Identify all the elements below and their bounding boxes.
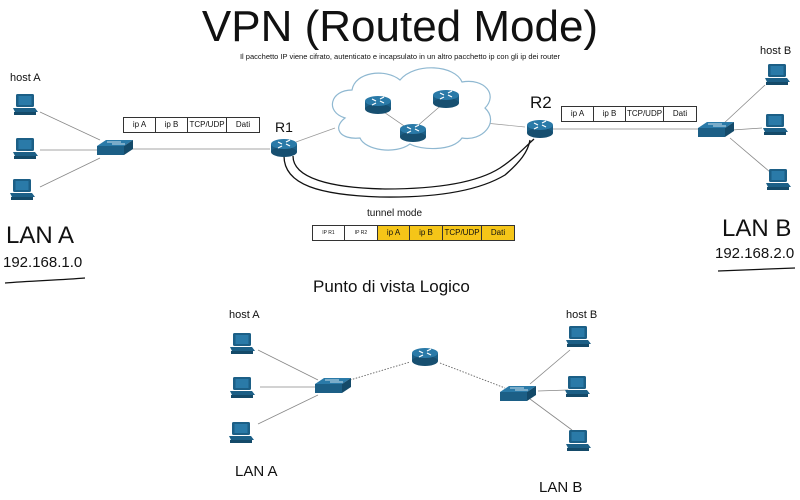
host-a1-icon (13, 94, 38, 115)
packet-field: ip A (378, 226, 410, 240)
page-title: VPN (Routed Mode) (201, 2, 599, 51)
tunnel-packet: IP R1 IP R2 ip A ip B TCP/UDP Dati (312, 225, 515, 241)
packet-field: Dati (235, 120, 251, 129)
lan-b-network: 192.168.2.0 (715, 245, 795, 262)
logical-lan-a: LAN A (235, 463, 278, 480)
logical-host-a1-icon (230, 333, 255, 354)
host-b1-icon (765, 64, 790, 85)
host-a3-icon (10, 179, 35, 200)
logical-host-b-label: host B (566, 309, 598, 321)
logical-switch-a-icon (314, 377, 352, 394)
router-r2-label: R2 (530, 93, 552, 112)
lan-b-underline (717, 267, 796, 272)
logical-router-icon (411, 347, 439, 367)
packet-field: ip B (594, 107, 626, 121)
internet-cloud (331, 67, 492, 151)
router-r2-icon (526, 119, 554, 139)
switch-a-icon (96, 139, 134, 156)
vpn-tunnel (283, 138, 535, 198)
lan-a-links (39, 111, 270, 188)
router-r1-label: R1 (275, 119, 293, 135)
packet-lan-b: ip A ip B TCP/UDP Dati (561, 106, 697, 122)
host-b-label: host B (760, 45, 792, 57)
packet-field: Dati (482, 226, 514, 240)
host-b2-icon (763, 114, 788, 135)
packet-field: IP R2 (345, 226, 378, 240)
logical-host-a3-icon (229, 422, 254, 443)
lan-b-links (553, 84, 771, 173)
logical-lan-b: LAN B (539, 479, 583, 496)
packet-field: ip B (410, 226, 443, 240)
packet-field: TCP/UDP (443, 226, 482, 240)
cloud-links (295, 122, 526, 143)
cloud-router-3-icon (399, 123, 427, 143)
packet-field: IP R1 (313, 226, 345, 240)
packet-field: ip A (562, 107, 594, 121)
host-a2-icon (13, 138, 38, 159)
packet-lan-a: ip A ip B TCP/UDP Dati (123, 117, 260, 133)
packet-field: ip B (156, 118, 188, 132)
logical-links (257, 349, 573, 431)
packet-field: ip A (124, 118, 156, 132)
packet-field: Dati (672, 109, 688, 118)
lan-b-name: LAN B (722, 215, 792, 242)
tunnel-mode-label: tunnel mode (367, 208, 423, 219)
cloud-router-2-icon (432, 89, 460, 109)
logical-switch-b-icon (499, 385, 537, 402)
logical-host-a-label: host A (229, 309, 260, 321)
logical-host-b3-icon (566, 430, 591, 451)
logical-host-b1-icon (566, 326, 591, 347)
router-r1-icon (270, 138, 298, 158)
lan-a-underline (4, 277, 86, 284)
lan-a-name: LAN A (6, 222, 75, 249)
logical-vpn-links (349, 361, 506, 389)
packet-field: TCP/UDP (188, 118, 227, 132)
host-a-label: host A (10, 72, 41, 84)
switch-b-icon (697, 121, 735, 138)
host-b3-icon (766, 169, 791, 190)
logical-host-a2-icon (230, 377, 255, 398)
cloud-router-1-icon (364, 95, 392, 115)
subtitle: Il pacchetto IP viene cifrato, autentica… (239, 52, 561, 61)
logical-host-b2-icon (565, 376, 590, 397)
lan-a-network: 192.168.1.0 (3, 254, 83, 271)
logical-view-title: Punto di vista Logico (313, 277, 470, 296)
packet-field: TCP/UDP (626, 107, 664, 121)
